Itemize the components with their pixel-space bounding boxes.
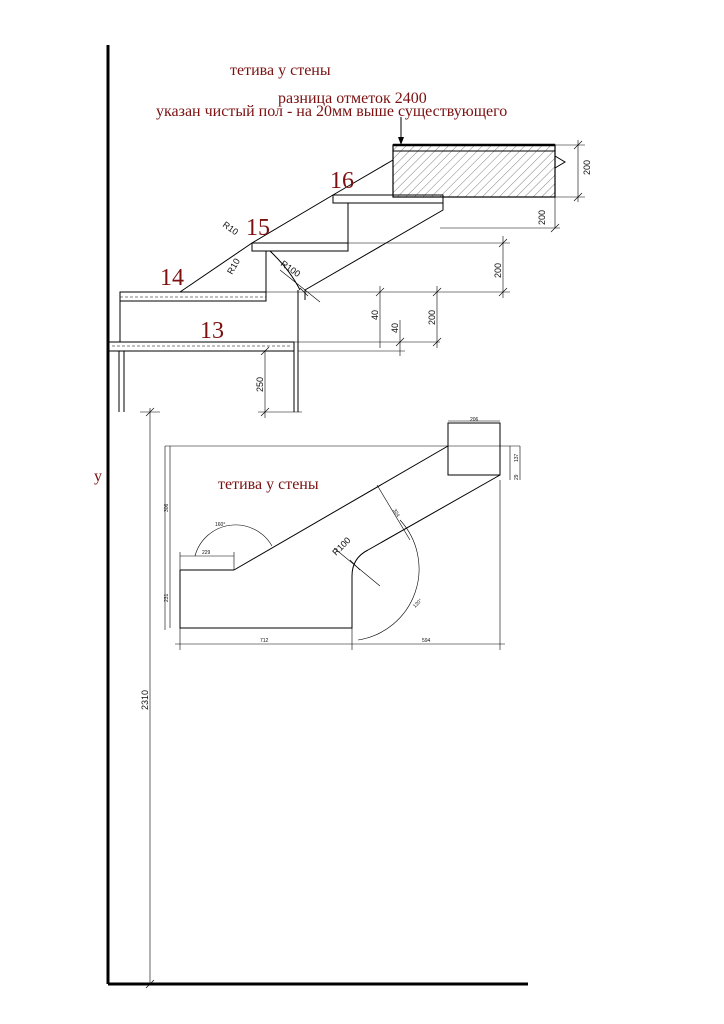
top-slab: [392, 117, 566, 198]
step-14-label: 14: [160, 265, 184, 291]
dim-40-b: 40: [390, 323, 400, 333]
title-clean-floor: указан чистый пол - на 20мм выше существ…: [156, 103, 507, 120]
dim-r100-top: R100: [279, 258, 302, 279]
elevation-dims: 200 40 200 40 250: [255, 236, 510, 418]
dim-200-d: 200: [427, 310, 437, 325]
step-15-label: 15: [246, 215, 270, 241]
dim-206: 206: [470, 417, 479, 423]
title-stringer-top: тетива у стены: [230, 62, 331, 79]
dim-324: 324: [391, 508, 400, 518]
dim-712: 712: [260, 638, 269, 644]
step-16-label: 16: [330, 168, 354, 194]
dim-40-a: 40: [370, 310, 380, 320]
dim-r10-a: R10: [221, 219, 240, 237]
stair-elevation: [107, 159, 444, 412]
dim-229: 229: [202, 550, 211, 556]
dim-250: 250: [255, 377, 265, 392]
dim-angle-120: 120°: [412, 598, 424, 610]
slab-dims: 200 200: [440, 140, 592, 233]
dim-29: 29: [514, 474, 520, 480]
title-stringer-bottom: тетива у стены: [218, 476, 319, 493]
dim-594: 594: [422, 638, 431, 644]
side-mark: у: [94, 468, 102, 485]
title-level-diff: разница отметок 2400: [278, 90, 427, 107]
vertical-dim-2310: 2310: [140, 407, 160, 989]
dim-angle-160: 160°: [215, 522, 225, 528]
dim-231: 231: [164, 593, 170, 602]
dim-2310: 2310: [140, 690, 150, 710]
dim-137: 137: [514, 453, 520, 462]
step-13-label: 13: [200, 318, 224, 344]
dim-306: 306: [164, 503, 170, 512]
dim-200-c: 200: [493, 263, 503, 278]
dim-200-b: 200: [537, 210, 547, 225]
stringer-detail: 206 137 29 229 160° 120° 324 R100 306 23…: [164, 417, 521, 650]
dim-200-slab: 200: [582, 160, 592, 175]
